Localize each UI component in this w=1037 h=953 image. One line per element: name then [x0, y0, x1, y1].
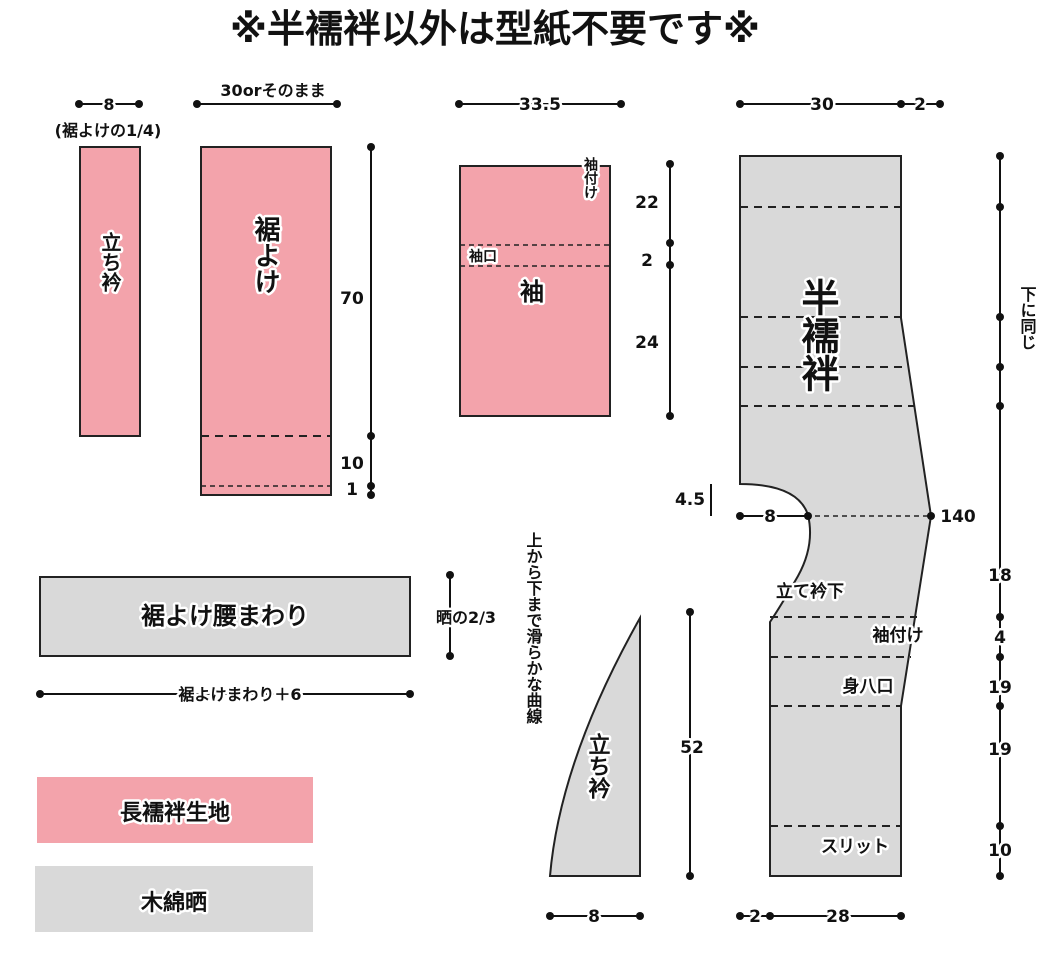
hanjuban-h4: 19: [988, 740, 1012, 760]
susoyoke-label: 裾よけ: [250, 216, 280, 294]
hanjuban-w-top-extra: 2: [914, 95, 926, 115]
susoyoke-piece: 裾よけ 30orそのまま 70 10 1: [193, 79, 375, 503]
dim-dot: [996, 702, 1004, 710]
sode-sodetsuke: 袖付け: [582, 156, 598, 199]
hanjuban-miyatsukuchi: 身八口: [843, 676, 894, 697]
dim-dot: [936, 100, 944, 108]
susoyoke-h2: 10: [340, 454, 364, 474]
dim-dot: [736, 100, 744, 108]
dim-dot: [996, 872, 1004, 880]
dim-dot: [367, 432, 375, 440]
dim-dot: [455, 100, 463, 108]
dim-dot: [75, 100, 83, 108]
page-title: ※半襦袢以外は型紙不要です※: [230, 7, 760, 51]
waist-height: 晒の2/3: [436, 608, 496, 627]
dim-dot: [636, 912, 644, 920]
tachieri-small-label: 立ち衿: [98, 231, 122, 293]
dim-dot: [996, 313, 1004, 321]
tachieri-small-piece: 立ち衿 8 (裾よけの1/4): [55, 93, 162, 437]
dim-dot: [406, 690, 414, 698]
legend-label-gray: 木綿晒: [140, 890, 207, 916]
legend-swatch-gray: [35, 866, 313, 932]
dim-dot: [766, 912, 774, 920]
hanjuban-h3: 19: [988, 678, 1012, 698]
susoyoke-width: 30orそのまま: [220, 81, 325, 100]
dim-dot: [546, 912, 554, 920]
hanjuban-armhole-depth: 4.5: [675, 490, 705, 510]
hanjuban-slit: スリット: [821, 837, 889, 857]
dim-dot: [996, 402, 1004, 410]
dim-dot: [617, 100, 625, 108]
tachieri-large-height: 52: [680, 738, 704, 758]
sode-h3: 24: [635, 333, 659, 353]
dim-dot: [686, 872, 694, 880]
dim-dot: [897, 912, 905, 920]
dim-dot: [666, 261, 674, 269]
legend-label-pink: 長襦袢生地: [120, 800, 230, 826]
dim-dot: [666, 239, 674, 247]
dim-dot: [996, 653, 1004, 661]
hanjuban-w-top: 30: [810, 95, 834, 115]
hanjuban-w-bottom: 28: [826, 907, 850, 927]
dim-dot: [686, 608, 694, 616]
sode-h1: 22: [635, 193, 659, 213]
hanjuban-h5: 10: [988, 841, 1012, 861]
hanjuban-h2: 4: [994, 628, 1006, 648]
hanjuban-piece: 半襦袢 立て衿下 袖付け 身八口 スリット 30 2 4.5 8 140 下に同…: [675, 93, 1037, 930]
dim-dot: [897, 100, 905, 108]
dim-dot: [367, 491, 375, 499]
dim-dot: [666, 160, 674, 168]
dim-dot: [446, 571, 454, 579]
sode-piece: 袖付け 袖口 袖 33.5 22 2 24: [455, 93, 674, 420]
dim-dot: [666, 412, 674, 420]
dim-dot: [446, 652, 454, 660]
sode-width: 33.5: [519, 95, 561, 115]
hanjuban-side-note: 下に同じ: [1018, 286, 1037, 350]
dim-dot: [927, 512, 935, 520]
dim-dot: [36, 690, 44, 698]
waist-piece: 裾よけ腰まわり 晒の2/3 裾よけまわり＋6: [36, 571, 499, 707]
tachieri-large-shape: [548, 614, 641, 877]
tachieri-large-piece: 立ち衿 上から下まで滑らかな曲線 52 8: [521, 530, 706, 930]
dim-dot: [333, 100, 341, 108]
dim-dot: [367, 482, 375, 490]
legend: 長襦袢生地 木綿晒: [35, 777, 313, 932]
tachieri-large-curve-note: 上から下まで滑らかな曲線: [524, 532, 543, 725]
tachieri-small-rect: [79, 146, 141, 437]
dim-dot: [367, 143, 375, 151]
legend-swatch-pink: [37, 777, 313, 843]
dim-dot: [135, 100, 143, 108]
sode-h2: 2: [641, 251, 653, 271]
waist-label: 裾よけ腰まわり: [141, 602, 309, 630]
hanjuban-tateeri-shita: 立て衿下: [776, 581, 844, 602]
hanjuban-h1: 18: [988, 566, 1012, 586]
susoyoke-rect: [200, 146, 332, 496]
tachieri-small-width: 8: [103, 95, 114, 114]
waist-rect: [39, 576, 411, 657]
dim-dot: [996, 203, 1004, 211]
tachieri-large-width: 8: [588, 907, 600, 927]
hanjuban-armhole-width: 8: [764, 507, 776, 527]
tachieri-small-width-note: (裾よけの1/4): [55, 121, 162, 140]
dim-dot: [996, 822, 1004, 830]
hanjuban-total: 140: [940, 507, 976, 527]
dim-dot: [193, 100, 201, 108]
tachieri-large-label: 立ち衿: [585, 732, 611, 799]
dim-dot: [996, 613, 1004, 621]
susoyoke-height: 70: [340, 289, 364, 309]
susoyoke-h3: 1: [346, 480, 358, 500]
sode-sodeguchi: 袖口: [469, 248, 497, 265]
hanjuban-label: 半襦袢: [795, 278, 839, 392]
sode-label: 袖: [520, 278, 544, 306]
hanjuban-sodetsuke: 袖付け: [873, 625, 924, 646]
dim-dot: [996, 363, 1004, 371]
hanjuban-w-bottom-left: 2: [749, 907, 761, 927]
sode-rect: [459, 165, 611, 417]
dim-dot: [736, 912, 744, 920]
waist-width: 裾よけまわり＋6: [178, 685, 301, 704]
dim-dot: [996, 152, 1004, 160]
